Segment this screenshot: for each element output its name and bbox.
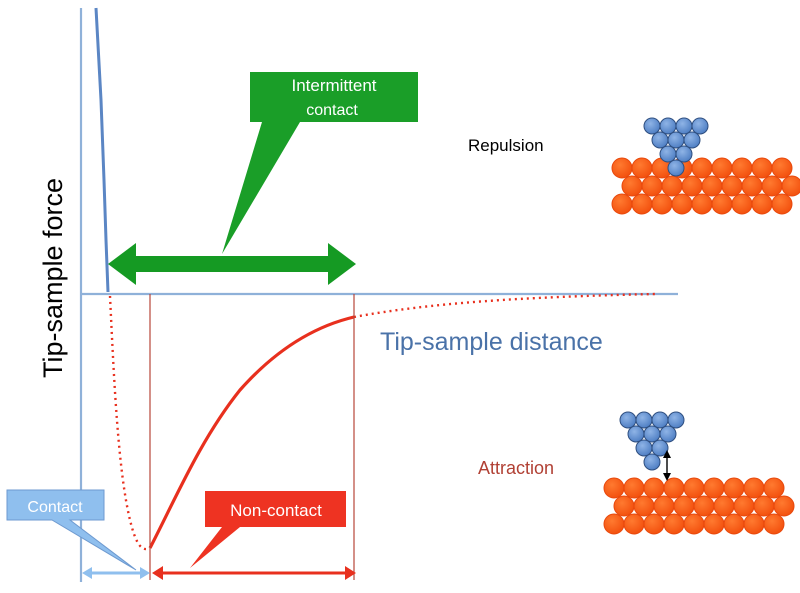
surface-atom <box>741 175 763 197</box>
surface-atom <box>673 495 695 517</box>
surface-atom <box>633 495 655 517</box>
surface-atom <box>763 513 785 535</box>
surface-atom <box>653 495 675 517</box>
surface-atom <box>643 477 665 499</box>
surface-atom <box>773 495 795 517</box>
tip-atom <box>635 411 653 429</box>
surface-atom <box>691 157 713 179</box>
surface-atom <box>743 477 765 499</box>
surface-atoms-repulsion <box>611 157 800 215</box>
intermittent-contact-callout: Intermittent contact <box>222 72 418 254</box>
tip-atom <box>619 411 637 429</box>
surface-atom <box>763 477 785 499</box>
surface-atom <box>781 175 800 197</box>
surface-atom <box>713 495 735 517</box>
tip-atom <box>675 145 693 163</box>
tip-atom <box>659 145 677 163</box>
surface-atom <box>641 175 663 197</box>
tip-atom <box>651 439 669 457</box>
surface-atom <box>603 513 625 535</box>
surface-atom <box>751 157 773 179</box>
surface-atom <box>711 157 733 179</box>
tip-atom <box>667 131 685 149</box>
contact-label: Contact <box>27 499 83 516</box>
tip-atom <box>659 425 677 443</box>
tip-atom <box>651 411 669 429</box>
x-axis-label: Tip-sample distance <box>380 328 603 356</box>
surface-atom <box>623 513 645 535</box>
surface-atom <box>681 175 703 197</box>
surface-atom <box>743 513 765 535</box>
tip-atom <box>643 453 661 471</box>
surface-atom <box>703 513 725 535</box>
surface-atom <box>731 193 753 215</box>
tip-atoms-repulsion <box>643 117 709 177</box>
surface-atom <box>643 513 665 535</box>
tip-atom <box>659 117 677 135</box>
tip-atom <box>675 117 693 135</box>
surface-atom <box>611 193 633 215</box>
tip-atom <box>667 159 685 177</box>
tip-atom <box>643 117 661 135</box>
gap-double-arrow <box>663 450 671 481</box>
surface-atom <box>733 495 755 517</box>
surface-atom <box>631 193 653 215</box>
tip-atom <box>635 439 653 457</box>
surface-atom <box>723 513 745 535</box>
attractive-curve-solid <box>148 315 355 549</box>
tip-atom <box>627 425 645 443</box>
attraction-label: Attraction <box>478 458 554 478</box>
surface-atom <box>721 175 743 197</box>
non-contact-callout: Non-contact <box>190 491 346 568</box>
surface-atom <box>731 157 753 179</box>
tip-atom <box>643 425 661 443</box>
surface-atom <box>671 193 693 215</box>
surface-atom <box>651 193 673 215</box>
repulsion-label: Repulsion <box>468 136 544 155</box>
repulsive-force-curve <box>94 7 110 293</box>
surface-atom <box>623 477 645 499</box>
surface-atom <box>711 193 733 215</box>
tip-atom <box>651 131 669 149</box>
intermittent-label-line2: contact <box>306 102 358 119</box>
surface-atom <box>693 495 715 517</box>
tip-atom <box>667 411 685 429</box>
contact-callout: Contact <box>6 489 137 571</box>
surface-atom <box>661 175 683 197</box>
intermittent-range-arrow <box>108 243 356 285</box>
tip-atoms-attraction <box>619 411 685 471</box>
surface-atom <box>621 175 643 197</box>
surface-atom <box>701 175 723 197</box>
surface-atom <box>683 513 705 535</box>
tip-atom <box>691 117 709 135</box>
attractive-curve-dotted-tail <box>353 292 656 319</box>
non-contact-label: Non-contact <box>230 501 322 520</box>
attractive-curve-dotted-left <box>108 295 151 551</box>
surface-atom <box>631 157 653 179</box>
surface-atom <box>611 157 633 179</box>
intermittent-label-line1: Intermittent <box>291 76 376 95</box>
y-axis-label: Tip-sample force <box>38 178 68 378</box>
surface-atom <box>753 495 775 517</box>
surface-atom <box>771 193 793 215</box>
surface-atoms-attraction <box>603 477 795 535</box>
non-contact-range-arrow <box>152 566 356 580</box>
surface-atom <box>771 157 793 179</box>
surface-atom <box>751 193 773 215</box>
surface-atom <box>691 193 713 215</box>
surface-atom <box>613 495 635 517</box>
tip-atom <box>683 131 701 149</box>
surface-atom <box>723 477 745 499</box>
surface-atom <box>761 175 783 197</box>
surface-atom <box>703 477 725 499</box>
contact-range-arrow <box>82 567 150 579</box>
surface-atom <box>683 477 705 499</box>
surface-atom <box>663 513 685 535</box>
surface-atom <box>603 477 625 499</box>
